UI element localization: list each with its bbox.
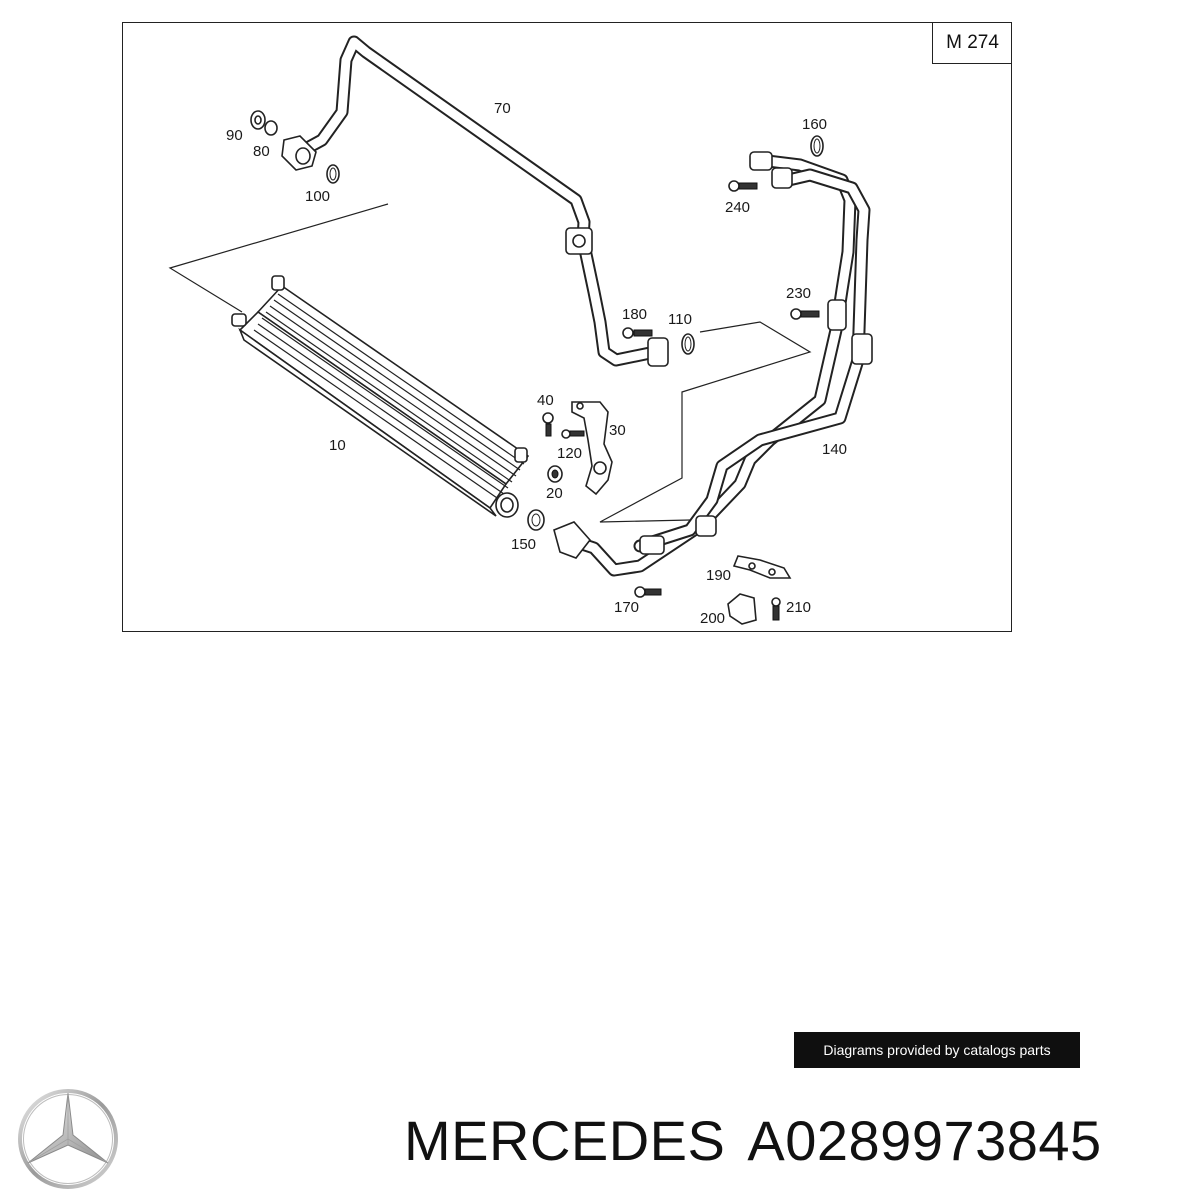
callout-180: 180: [622, 306, 647, 323]
bolt-240: [728, 180, 758, 192]
credit-text: Diagrams provided by catalogs parts: [823, 1042, 1051, 1058]
callout-160: 160: [802, 116, 827, 133]
seal-150: [527, 509, 545, 531]
part-title: MERCEDES A0289973845: [404, 1100, 1194, 1180]
bolt-230: [790, 308, 820, 320]
callout-200: 200: [700, 610, 725, 627]
fitting-group-top-left: [250, 110, 340, 184]
callout-140: 140: [822, 441, 847, 458]
fitting-20: [547, 465, 563, 483]
clip-190: [732, 555, 792, 579]
callout-230: 230: [786, 285, 811, 302]
brand-name: MERCEDES: [404, 1108, 726, 1172]
callout-150: 150: [511, 536, 536, 553]
engine-code-box: M 274: [932, 22, 1012, 64]
mercedes-star-icon: [18, 1089, 118, 1189]
callout-240: 240: [725, 199, 750, 216]
leader-lines: [168, 203, 812, 523]
engine-code-label: M 274: [946, 31, 999, 53]
callout-120: 120: [557, 445, 582, 462]
callout-30: 30: [609, 422, 626, 439]
callout-labels: 70 90 80 100 160 240 230 180 110 40 30 1…: [226, 100, 847, 627]
callout-110: 110: [668, 311, 692, 328]
seal-110: [681, 333, 695, 355]
callout-80: 80: [253, 143, 270, 160]
bolt-120: [561, 429, 585, 439]
callout-90: 90: [226, 127, 243, 144]
credit-badge: Diagrams provided by catalogs parts: [794, 1032, 1080, 1068]
callout-170: 170: [614, 599, 639, 616]
bolt-210: [771, 597, 781, 621]
oil-line-70: [293, 35, 669, 367]
bracket-200: [727, 593, 757, 625]
callout-20: 20: [546, 485, 563, 502]
bolt-180: [622, 327, 653, 339]
oil-line-140: [553, 151, 873, 577]
part-number: A0289973845: [747, 1108, 1102, 1172]
oil-cooler-10: [231, 275, 530, 518]
diagram-frame: [122, 22, 1012, 632]
callout-100: 100: [305, 188, 330, 205]
callout-70: 70: [494, 100, 511, 117]
bolt-170: [634, 586, 662, 598]
callout-210: 210: [786, 599, 811, 616]
bolt-40: [542, 412, 554, 437]
callout-10: 10: [329, 437, 346, 454]
callout-40: 40: [537, 392, 554, 409]
seal-160: [810, 135, 824, 157]
bracket-30: [571, 401, 613, 496]
callout-190: 190: [706, 567, 731, 584]
